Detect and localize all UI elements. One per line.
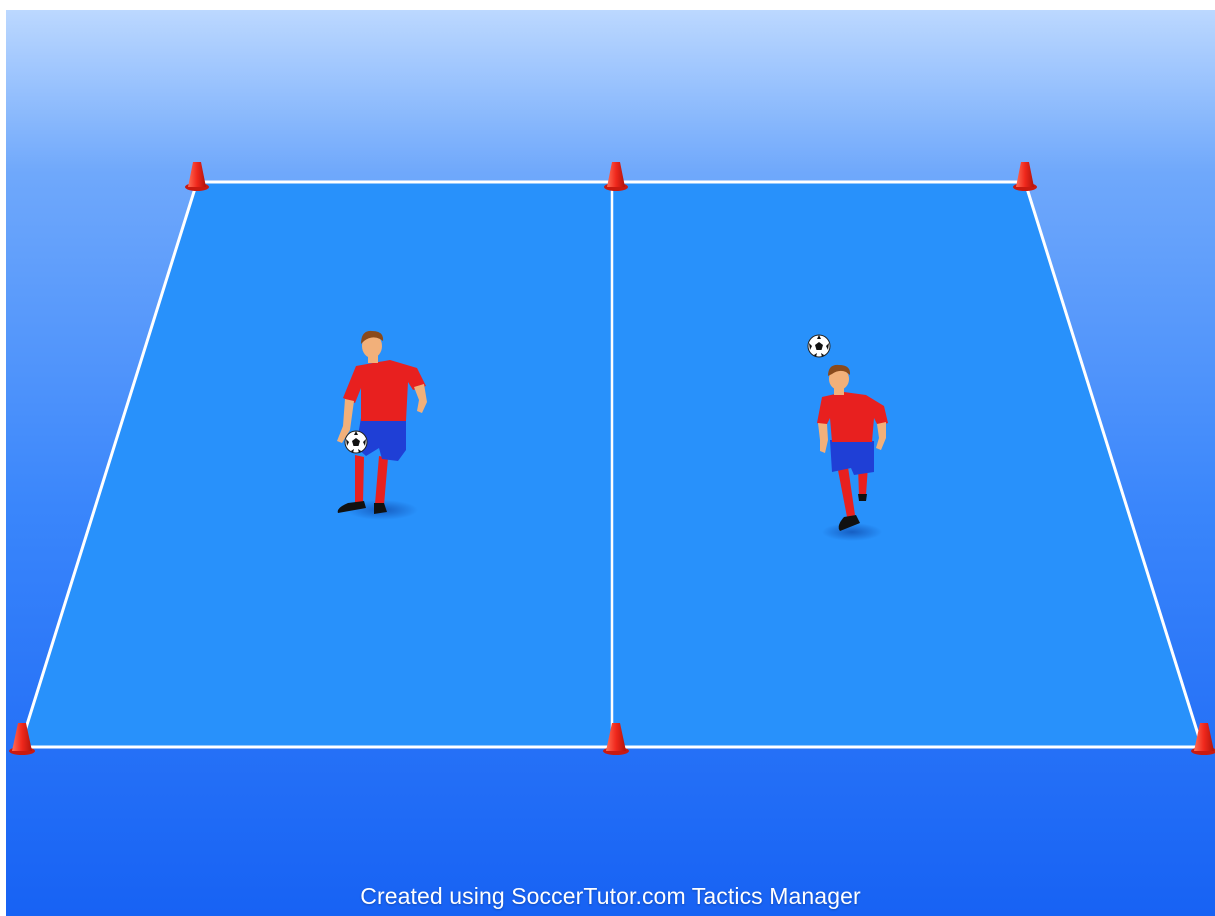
diagram-canvas bbox=[6, 10, 1215, 916]
drill-diagram: Created using SoccerTutor.com Tactics Ma… bbox=[6, 10, 1215, 916]
credit-text: Created using SoccerTutor.com Tactics Ma… bbox=[6, 883, 1215, 910]
ball bbox=[345, 431, 367, 453]
ball bbox=[808, 335, 830, 357]
